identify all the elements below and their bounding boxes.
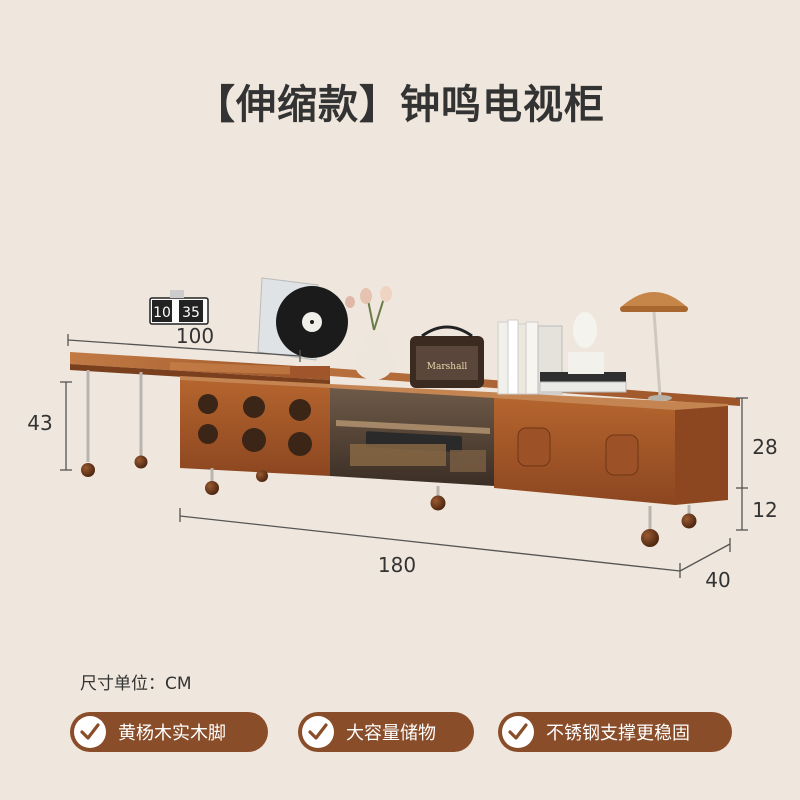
vinyl-record-decor (257, 277, 348, 378)
clock-minute: 35 (182, 305, 200, 321)
glass-compartment (330, 388, 494, 486)
feature-badge-label: 大容量储物 (346, 723, 436, 744)
dim-depth: 40 (705, 568, 730, 592)
size-unit-label: 尺寸单位：CM (80, 674, 192, 694)
dimension-lines (60, 334, 748, 578)
feature-badge-storage: 大容量储物 (298, 712, 474, 752)
left-drawer-unit (180, 380, 330, 476)
right-drawer-unit (494, 398, 728, 505)
feature-badge-label: 黄杨木实木脚 (118, 723, 226, 744)
page-title: 【伸缩款】钟鸣电视柜 (195, 82, 605, 128)
dim-leg-height: 12 (752, 498, 777, 522)
drawer-holes (198, 394, 312, 456)
feature-badges: 黄杨木实木脚 大容量储物 不锈钢支撑更稳固 (70, 712, 750, 752)
flip-clock-decor: 10 35 (149, 290, 209, 325)
feature-badge-steel-support: 不锈钢支撑更稳固 (498, 712, 732, 752)
check-circle-icon (74, 716, 106, 748)
check-circle-icon (302, 716, 334, 748)
dim-width: 180 (378, 553, 416, 577)
books-decor (497, 312, 627, 395)
dim-extension: 100 (176, 324, 214, 348)
cabinet-legs (205, 468, 697, 547)
feature-badge-label: 不锈钢支撑更稳固 (546, 723, 690, 744)
flower-vase-decor (345, 286, 394, 380)
dim-cabinet-height: 28 (752, 435, 777, 459)
mushroom-lamp-decor (620, 292, 688, 401)
check-circle-icon (502, 716, 534, 748)
radio-speaker-decor: Marshall (410, 325, 484, 388)
clock-hour: 10 (153, 305, 171, 321)
radio-brand: Marshall (427, 362, 468, 372)
feature-badge-wood-legs: 黄杨木实木脚 (70, 712, 268, 752)
dim-height-left: 43 (27, 411, 52, 435)
